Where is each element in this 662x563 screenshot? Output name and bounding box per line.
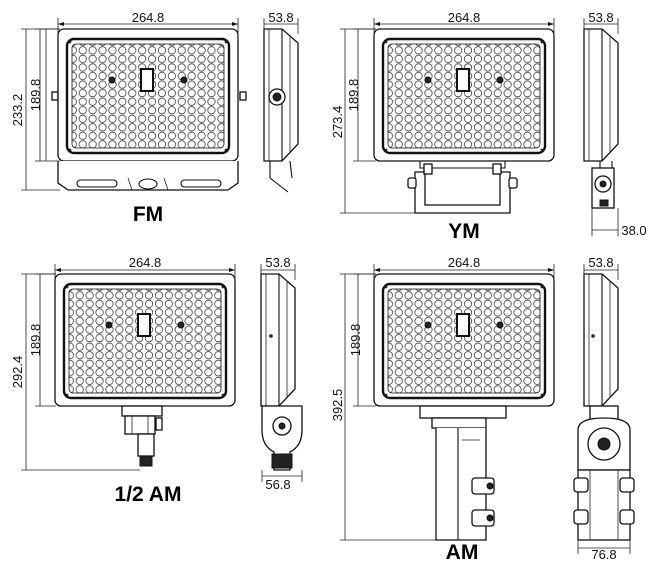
half-am-front-view (53, 272, 237, 408)
ym-total-height-label: 273.4 (330, 106, 345, 139)
ym-side-view (583, 28, 619, 162)
ym-depth-label: 53.8 (588, 10, 613, 25)
half-am-width-label: 264.8 (129, 255, 162, 270)
am-dimension-lines (340, 264, 631, 554)
fm-title: FM (133, 203, 163, 226)
fm-width-label: 264.8 (132, 10, 165, 25)
ym-front-view (372, 27, 556, 163)
ym-yoke-bracket (414, 171, 511, 214)
ym-bracket-depth-label: 38.0 (621, 223, 646, 238)
ym-variant (340, 18, 619, 236)
half-am-side-mount (261, 405, 303, 471)
half-am-lens-height-label: 189.8 (28, 324, 43, 357)
fm-variant (21, 18, 299, 193)
ym-lens-height-label: 189.8 (346, 79, 361, 112)
am-side-view (583, 273, 619, 407)
am-mount-depth-label: 76.8 (591, 547, 616, 562)
fm-front-view (56, 27, 240, 163)
half-am-dimension-lines (21, 264, 303, 482)
fm-dimension-lines (21, 18, 299, 191)
am-title: AM (446, 541, 479, 563)
am-front-view (372, 272, 556, 408)
half-am-depth-label: 53.8 (265, 255, 290, 270)
ym-dimension-lines (340, 18, 619, 236)
half-am-mount-stem (137, 433, 155, 457)
am-variant (340, 264, 635, 554)
half-am-variant (21, 264, 303, 482)
am-total-height-label: 392.5 (330, 389, 345, 422)
fm-base-housing (57, 161, 239, 191)
half-am-title: 1/2 AM (115, 483, 182, 506)
ym-title: YM (448, 220, 480, 243)
half-am-side-view (260, 273, 296, 407)
fm-lens-height-label: 189.8 (28, 79, 43, 112)
fm-depth-label: 53.8 (268, 10, 293, 25)
ym-width-label: 264.8 (448, 10, 481, 25)
am-width-label: 264.8 (448, 255, 481, 270)
am-lens-height-label: 189.8 (348, 324, 363, 357)
am-depth-label: 53.8 (588, 255, 613, 270)
fm-total-height-label: 233.2 (10, 94, 25, 127)
half-am-mount-depth-label: 56.8 (265, 477, 290, 492)
half-am-total-height-label: 292.4 (10, 356, 25, 389)
